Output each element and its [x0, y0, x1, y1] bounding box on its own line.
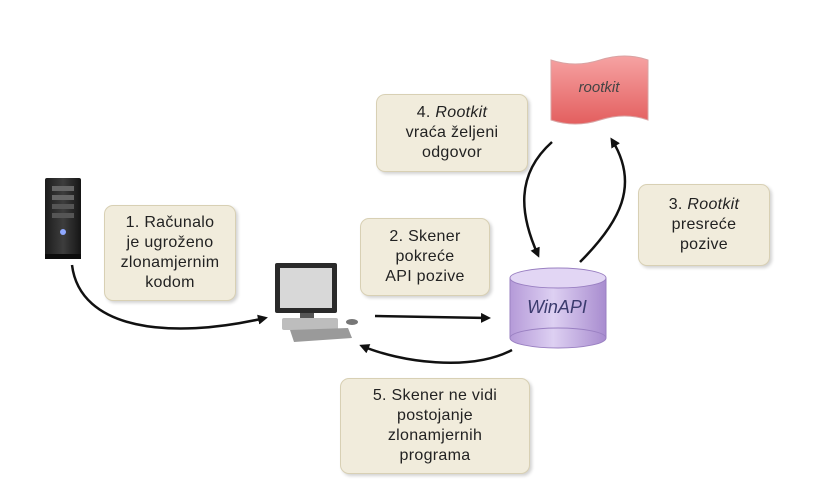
- step-5-line: 5. Skener ne vidi: [372, 387, 498, 404]
- winapi-label: WinAPI: [527, 297, 587, 317]
- step-1-line: kodom: [145, 274, 195, 291]
- arrow-winapi-to-rootkit: [579, 137, 627, 263]
- step-1-note: 1. Računalo je ugroženo zlonamjernim kod…: [104, 205, 236, 301]
- step-2-line: pokreće: [395, 248, 455, 265]
- step-5-line: programa: [399, 447, 471, 464]
- arrow-rootkit-to-winapi: [523, 141, 553, 258]
- step-5-line: zlonamjernih: [387, 427, 483, 444]
- step-5-note: 5. Skener ne vidi postojanje zlonamjerni…: [340, 378, 530, 474]
- step-4-heading: 4. Rootkit: [406, 103, 499, 123]
- step-3-line: presreće: [671, 216, 737, 233]
- winapi-cylinder: [509, 267, 607, 349]
- step-3-italic: Rootkit: [687, 196, 740, 213]
- arrow-server-to-computer: [70, 264, 268, 330]
- step-1-line: zlonamjernim: [120, 254, 220, 271]
- step-2-line: 2. Skener: [389, 228, 461, 245]
- step-2-note: 2. Skener pokreće API pozive: [360, 218, 490, 296]
- step-3-prefix: 3.: [668, 196, 688, 213]
- step-4-italic: Rootkit: [435, 104, 488, 121]
- computer-icon: [275, 263, 358, 342]
- step-3-line: pozive: [679, 236, 729, 253]
- rootkit-shape: [550, 55, 649, 125]
- step-4-note: 4. Rootkit vraća željeni odgovor: [376, 94, 528, 172]
- step-3-heading: 3. Rootkit: [669, 195, 740, 215]
- arrow-computer-to-winapi: [374, 312, 491, 323]
- step-5-line: postojanje: [397, 407, 473, 424]
- step-1-line: 1. Računalo: [125, 214, 215, 231]
- rootkit-label: rootkit: [578, 79, 620, 96]
- arrow-winapi-to-computer: [359, 344, 513, 364]
- step-4-line: odgovor: [422, 144, 482, 161]
- step-2-line: API pozive: [385, 268, 465, 285]
- step-4-prefix: 4.: [416, 104, 436, 121]
- server-icon: [45, 178, 81, 259]
- step-4-line: vraća željeni: [405, 124, 499, 141]
- step-1-line: je ugroženo: [126, 234, 214, 251]
- step-3-note: 3. Rootkit presreće pozive: [638, 184, 770, 266]
